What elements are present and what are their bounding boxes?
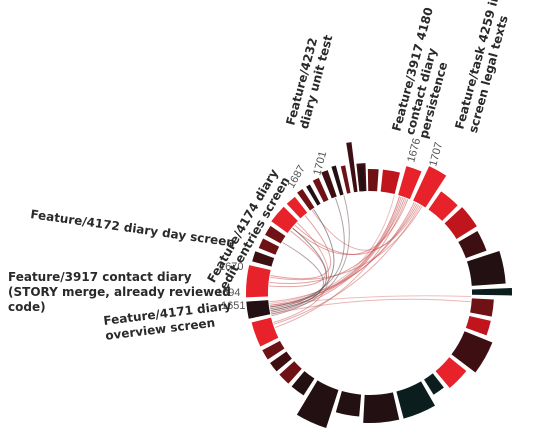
branch-label-1676[interactable]: Feature/3917 4180 contact diary persiste… bbox=[389, 2, 464, 140]
chord-link-16 bbox=[269, 230, 326, 288]
chord-segment-seg-l1[interactable] bbox=[291, 371, 315, 396]
chord-link-23 bbox=[269, 295, 471, 306]
pr-number-1651[interactable]: 1651 bbox=[221, 300, 245, 312]
chord-segment-seg-b6[interactable] bbox=[296, 380, 339, 429]
branch-label-1707[interactable]: Feature/task 4259 info screen legal text… bbox=[452, 0, 520, 134]
chord-segment-seg-t4[interactable] bbox=[331, 165, 344, 196]
chord-segment-seg-r4[interactable] bbox=[467, 250, 506, 286]
chord-link-14 bbox=[270, 208, 335, 310]
chord-segment-seg-r8[interactable] bbox=[451, 331, 493, 373]
chord-segment-seg-t3[interactable] bbox=[321, 170, 337, 199]
chord-link-3 bbox=[271, 197, 404, 315]
chord-segment-seg-t7[interactable] bbox=[359, 167, 365, 192]
chord-link-18 bbox=[269, 197, 345, 308]
branch-label-1694-line-2: (STORY merge, already reviewed bbox=[8, 285, 231, 299]
branch-label-1694-line-1: Feature/3917 contact diary bbox=[8, 270, 192, 284]
chord-link-4 bbox=[269, 197, 406, 284]
chord-segment-seg-1676[interactable] bbox=[398, 166, 422, 200]
chord-segment-seg-1694[interactable] bbox=[246, 300, 271, 319]
pr-number-1694[interactable]: 1694 bbox=[216, 287, 240, 299]
chord-link-5 bbox=[274, 198, 407, 329]
chord-segment-seg-b2[interactable] bbox=[424, 373, 444, 395]
chord-segment-seg-l5[interactable] bbox=[252, 251, 275, 267]
branch-label-1694-line-3: code) bbox=[8, 300, 46, 314]
chord-segment-seg-r2[interactable] bbox=[444, 207, 477, 239]
chord-link-7 bbox=[269, 202, 415, 306]
chord-segment-seg-t1[interactable] bbox=[306, 184, 321, 206]
chord-segment-seg-1670[interactable] bbox=[245, 265, 271, 298]
chord-segment-seg-1687[interactable] bbox=[271, 206, 298, 234]
chord-link-12 bbox=[270, 206, 423, 281]
pr-number-1676[interactable]: 1676 bbox=[405, 137, 423, 164]
chord-segment-seg-r6[interactable] bbox=[470, 298, 494, 317]
chord-links bbox=[269, 194, 471, 329]
chord-segment-seg-b1[interactable] bbox=[435, 357, 467, 388]
chord-segment-seg-1707[interactable] bbox=[413, 166, 447, 208]
chord-segment-seg-r3[interactable] bbox=[458, 231, 487, 259]
chord-segment-seg-b4[interactable] bbox=[363, 392, 400, 423]
chord-segment-seg-1651[interactable] bbox=[251, 317, 279, 347]
chord-segment-seg-b3[interactable] bbox=[396, 381, 435, 419]
branch-label-1651[interactable]: Feature/4171 diary overview screen bbox=[103, 298, 239, 343]
branch-label-1670-line-1: Feature/4172 diary day screen bbox=[30, 207, 236, 250]
branch-label-1694[interactable]: Feature/3917 contact diary (STORY merge,… bbox=[8, 270, 235, 314]
chord-segment-seg-l3[interactable] bbox=[270, 351, 292, 372]
chord-segment-seg-r5[interactable] bbox=[471, 288, 512, 296]
chord-link-10 bbox=[311, 204, 420, 251]
chord-segment-seg-l7[interactable] bbox=[265, 225, 286, 244]
chord-segment-seg-r1[interactable] bbox=[428, 191, 458, 221]
chord-segment-seg-l2[interactable] bbox=[279, 361, 302, 384]
chord-segment-seg-l6[interactable] bbox=[258, 238, 280, 255]
chord-segment-seg-b5[interactable] bbox=[335, 391, 362, 417]
chord-link-17 bbox=[270, 215, 332, 280]
chord-segment-seg-t6[interactable] bbox=[346, 142, 358, 193]
chord-segment-seg-t2[interactable] bbox=[312, 177, 329, 203]
chord-segment-seg-t5[interactable] bbox=[340, 165, 351, 194]
chord-link-13 bbox=[269, 194, 395, 305]
chord-link-6 bbox=[292, 199, 409, 256]
chord-link-8 bbox=[269, 202, 417, 303]
chord-link-19 bbox=[271, 195, 350, 317]
branch-label-1670[interactable]: Feature/4172 diary day screen bbox=[30, 207, 236, 250]
chord-segment-seg-l4[interactable] bbox=[262, 340, 285, 360]
chord-segment-seg-l8[interactable] bbox=[286, 196, 308, 219]
chord-arcs bbox=[245, 142, 512, 429]
pr-number-1670[interactable]: 1670 bbox=[219, 261, 243, 273]
branch-label-1701[interactable]: Feature/4232 diary unit test bbox=[283, 30, 335, 131]
chord-segment-seg-r7[interactable] bbox=[465, 315, 491, 336]
chord-link-21 bbox=[273, 222, 329, 324]
chord-segment-seg-top-3[interactable] bbox=[380, 169, 400, 195]
chord-link-9 bbox=[294, 203, 418, 256]
chord-segment-seg-1701[interactable] bbox=[297, 189, 315, 211]
chord-link-11 bbox=[273, 205, 421, 325]
chord-link-15 bbox=[270, 227, 327, 313]
chord-link-22 bbox=[271, 298, 471, 315]
chord-link-20 bbox=[270, 242, 324, 312]
pr-number-1707[interactable]: 1707 bbox=[427, 141, 445, 168]
chord-segment-seg-top-2[interactable] bbox=[367, 169, 379, 192]
